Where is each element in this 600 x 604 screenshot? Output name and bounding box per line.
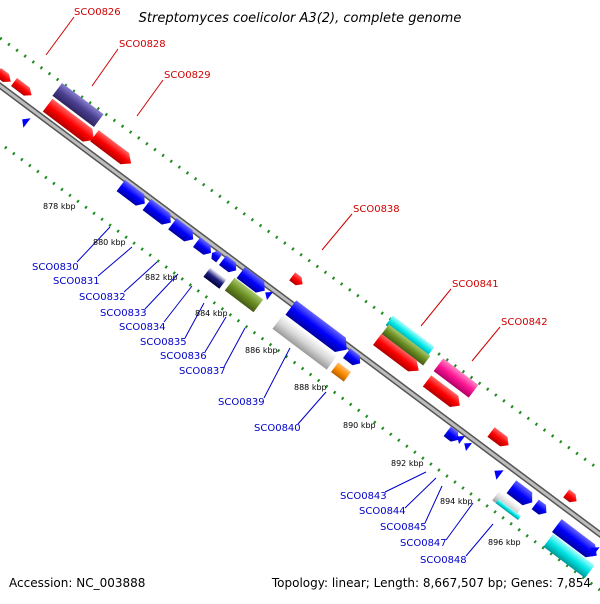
gene-label-SCO0835[interactable]: SCO0835 — [140, 337, 187, 348]
kbp-label: 892 kbp — [391, 459, 424, 468]
gene-SCO0847[interactable] — [506, 480, 537, 508]
kbp-label: 890 kbp — [343, 421, 376, 430]
gene-label-SCO0834[interactable]: SCO0834 — [119, 322, 166, 333]
gene-SCO0848[interactable] — [552, 519, 600, 562]
gene-SCO0840b[interactable] — [343, 348, 364, 368]
gene-SCO0834[interactable] — [209, 249, 223, 263]
gene-label-SCO0848[interactable]: SCO0848 — [420, 555, 467, 566]
gene-label-SCO0838[interactable]: SCO0838 — [353, 204, 400, 215]
gene-small-1[interactable] — [19, 115, 31, 128]
tick-line-lower — [4, 145, 600, 592]
gene-SCO0831[interactable] — [142, 198, 175, 228]
bottom-gene-labels: SCO0830 SCO0831 SCO0832 SCO0833 SCO0834 … — [32, 262, 467, 566]
gene-SCO0844[interactable] — [454, 432, 466, 444]
gene-label-SCO0829[interactable]: SCO0829 — [164, 70, 211, 81]
gene-SCO0835b[interactable] — [203, 267, 227, 289]
gene-SCO0847e[interactable] — [563, 489, 579, 505]
gene-SCO0843[interactable] — [443, 426, 462, 445]
gene-SCO0846[interactable] — [491, 466, 504, 480]
gene-label-SCO0832[interactable]: SCO0832 — [79, 292, 126, 303]
dotted-tick-lines — [0, 36, 600, 592]
kbp-label: 888 kbp — [294, 383, 327, 392]
gene-SCO0845[interactable] — [461, 439, 473, 451]
gene-SCO0830[interactable] — [116, 179, 149, 209]
gene-SCO0842[interactable] — [433, 358, 479, 398]
gene-SCO0837b[interactable] — [262, 288, 274, 300]
gene-label-SCO0833[interactable]: SCO0833 — [100, 308, 147, 319]
gene-SCO0828b[interactable] — [42, 98, 99, 147]
gene-SCO0839b[interactable] — [272, 314, 338, 370]
map-title: Streptomyces coelicolor A3(2), complete … — [139, 11, 462, 26]
gene-label-SCO0831[interactable]: SCO0831 — [53, 276, 100, 287]
bottom-label-leaders — [76, 226, 494, 557]
gene-SCO0839[interactable] — [285, 300, 352, 357]
gene-label-SCO0830[interactable]: SCO0830 — [32, 262, 79, 273]
gene-SCO0842b[interactable] — [422, 375, 464, 411]
gene-label-SCO0842[interactable]: SCO0842 — [501, 317, 548, 328]
gene-SCO0847b[interactable] — [492, 490, 522, 518]
tick-line-upper — [0, 36, 600, 472]
gene-SCO0835[interactable] — [219, 255, 240, 275]
kbp-label: 882 kbp — [145, 273, 178, 282]
gene-SCO0826[interactable] — [0, 68, 14, 86]
kbp-label: 896 kbp — [488, 538, 521, 547]
gene-SCO0848c[interactable] — [587, 543, 600, 557]
gene-label-SCO0844[interactable]: SCO0844 — [359, 506, 406, 517]
gene-SCO0827[interactable] — [11, 77, 35, 99]
gene-label-SCO0840[interactable]: SCO0840 — [254, 423, 301, 434]
gene-SCO0841b[interactable] — [381, 324, 431, 366]
kbp-label: 884 kbp — [195, 309, 228, 318]
gene-SCO0829[interactable] — [90, 130, 135, 169]
kbp-label: 880 kbp — [93, 238, 126, 247]
gene-label-SCO0845[interactable]: SCO0845 — [380, 522, 427, 533]
gene-SCO0842c[interactable] — [487, 427, 512, 450]
gene-SCO0841c[interactable] — [373, 333, 423, 376]
gene-SCO0832[interactable] — [168, 218, 197, 245]
accession-text: Accession: NC_003888 — [9, 576, 145, 590]
gene-SCO0840[interactable] — [331, 362, 351, 382]
gene-label-SCO0843[interactable]: SCO0843 — [340, 491, 387, 502]
gene-SCO0836[interactable] — [236, 266, 269, 296]
gene-SCO0841[interactable] — [385, 315, 435, 357]
gene-label-SCO0837[interactable]: SCO0837 — [179, 366, 226, 377]
gene-label-SCO0841[interactable]: SCO0841 — [452, 279, 499, 290]
gene-label-SCO0826[interactable]: SCO0826 — [74, 7, 121, 18]
kbp-label: 878 kbp — [43, 202, 76, 211]
gene-SCO0847c[interactable] — [495, 499, 521, 521]
gene-SCO0847d[interactable] — [531, 499, 550, 518]
gene-SCO0837[interactable] — [224, 277, 264, 313]
gene-label-SCO0836[interactable]: SCO0836 — [160, 351, 207, 362]
gene-SCO0838[interactable] — [289, 272, 305, 288]
gene-label-SCO0839[interactable]: SCO0839 — [218, 397, 265, 408]
kbp-label: 894 kbp — [440, 497, 473, 506]
genome-summary-text: Topology: linear; Length: 8,667,507 bp; … — [271, 576, 591, 590]
gene-label-SCO0828[interactable]: SCO0828 — [119, 39, 166, 50]
gene-SCO0848b[interactable] — [543, 533, 595, 579]
kbp-label: 886 kbp — [245, 346, 278, 355]
kbp-labels: 878 kbp 880 kbp 882 kbp 884 kbp 886 kbp … — [43, 202, 521, 547]
top-label-leaders — [45, 16, 501, 362]
genes — [0, 68, 600, 579]
top-gene-labels: SCO0826 SCO0828 SCO0829 SCO0838 SCO0841 … — [74, 7, 548, 328]
gene-SCO0833[interactable] — [193, 237, 215, 257]
gene-SCO0828[interactable] — [52, 82, 104, 128]
gene-label-SCO0847[interactable]: SCO0847 — [400, 538, 447, 549]
